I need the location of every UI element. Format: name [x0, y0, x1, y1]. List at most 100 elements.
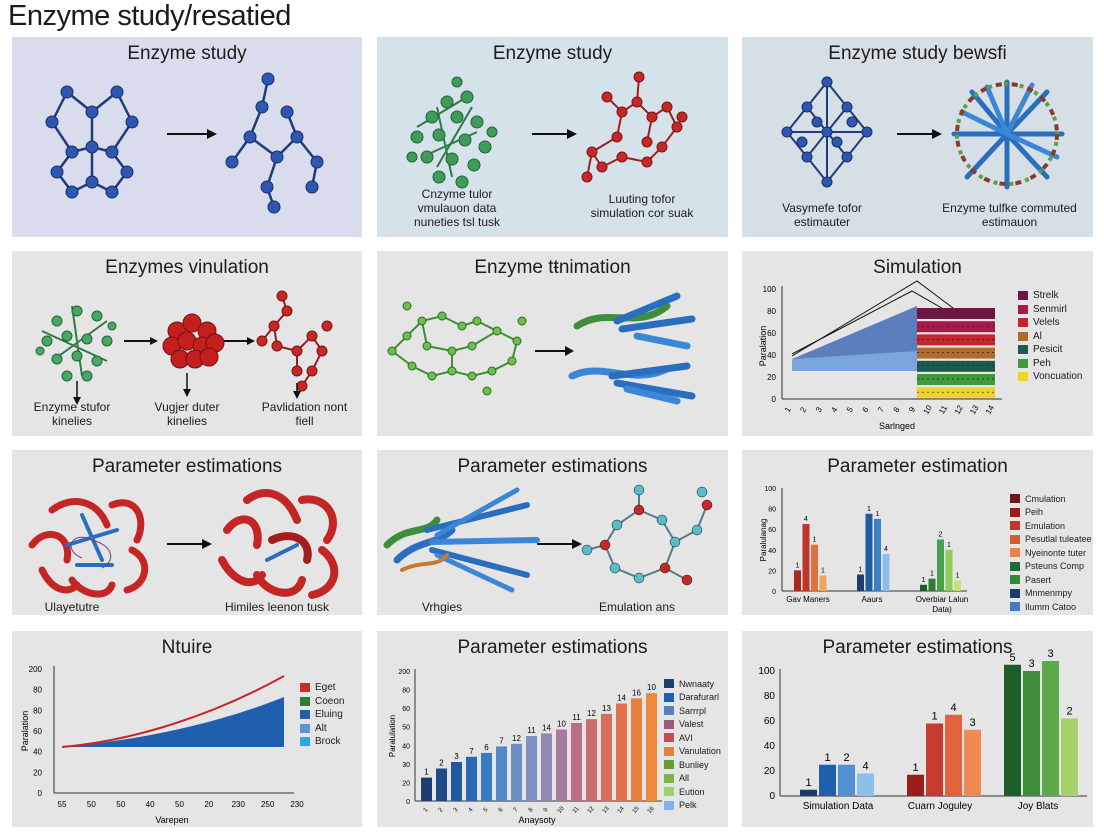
bar [945, 714, 962, 796]
x-tick-label: 13 [968, 403, 981, 416]
legend-label: Pesutlal tuleatee [1025, 534, 1092, 545]
legend-swatch [300, 710, 310, 720]
band-4 [917, 360, 995, 372]
y-tick-label: 80 [402, 688, 410, 695]
bar [496, 746, 507, 801]
legend-item: Pelk [664, 799, 721, 813]
arrow-right-icon [167, 539, 212, 549]
caption-left: Vrhgies [421, 600, 463, 614]
y-tick-label: 0 [769, 791, 775, 802]
x-axis-label: Varepen [155, 815, 188, 825]
legend-swatch [1010, 507, 1020, 517]
bar [937, 539, 944, 591]
bar-value-label: 11 [527, 726, 536, 735]
bar [920, 584, 927, 591]
x-tick-label: 9 [907, 405, 917, 414]
bar [964, 729, 981, 796]
bar [882, 553, 890, 591]
bar [811, 544, 818, 591]
legend-label: Nyeinonte tuter [1025, 547, 1087, 558]
bar [865, 513, 873, 591]
bar [466, 756, 477, 801]
bar-value-label: 4 [950, 702, 956, 714]
caption-2: Vugjer duter kinelies [154, 400, 220, 428]
panel-title: Parameter estimations [457, 456, 648, 477]
legend-swatch [1018, 372, 1028, 382]
bar [857, 773, 874, 796]
molecule-illustration [781, 76, 1065, 190]
legend-label: Pelk [679, 800, 697, 811]
legend-swatch [664, 787, 674, 797]
legend-label: Velels [1033, 317, 1060, 329]
legend-swatch [1018, 291, 1028, 301]
legend-item: Eution [664, 785, 721, 799]
legend-item: Eluing [300, 708, 344, 722]
bar-value-label: 1 [859, 567, 863, 574]
arrow-right-icon [535, 346, 574, 356]
legend-item: Alt [300, 722, 344, 736]
y-tick-label: 200 [398, 669, 410, 676]
y-tick-label: 0 [38, 789, 43, 798]
x-axis-label: Sarlnged [879, 421, 915, 431]
y-tick-label: 80 [33, 686, 42, 695]
y-tick-label: 60 [767, 329, 776, 338]
panel-title: Enzyme study [492, 43, 613, 64]
legend-swatch [664, 692, 674, 702]
legend-label: Eluing [315, 709, 343, 721]
y-tick-label: 0 [406, 799, 410, 806]
panel-parameter-estimations-1: Parameter estimations Ulayetutre Himiles… [12, 450, 362, 615]
arrow-right-icon [224, 337, 255, 345]
bar [802, 524, 810, 591]
bar-value-label: 3 [969, 717, 975, 729]
legend-item: Voncuation [1018, 370, 1083, 384]
bar-value-label: 4 [862, 761, 868, 773]
y-axis-label: Paralulanag [759, 519, 768, 562]
panel-title: Parameter estimations [457, 637, 648, 658]
x-tick-label: 230 [290, 800, 304, 809]
legend-swatch [664, 746, 674, 756]
legend-swatch [1018, 345, 1028, 355]
bar [819, 575, 827, 591]
legend-label: Psteuns Comp [1025, 561, 1085, 572]
legend-item: Mnmenmpy [1010, 587, 1092, 601]
band-3 [917, 347, 995, 359]
legend-swatch [1010, 575, 1020, 585]
x-tick-label: 10 [922, 403, 935, 416]
legend-swatch [1010, 534, 1020, 544]
y-tick-label: 100 [764, 486, 776, 493]
legend-swatch [664, 800, 674, 810]
band-1 [917, 321, 995, 333]
bar-value-label: 12 [512, 734, 521, 743]
legend-swatch [300, 683, 310, 693]
bar [926, 723, 943, 796]
x-tick-label: 230 [232, 800, 246, 809]
x-tick-label: 1 [423, 807, 430, 814]
bar [857, 574, 864, 591]
caption-left: Vasymefe tofor estimauter [782, 201, 862, 229]
x-tick-label: 8 [528, 807, 535, 814]
legend-item: Peih [1010, 506, 1092, 520]
y-tick-label: 40 [33, 748, 42, 757]
legend-item: Velels [1018, 316, 1083, 330]
x-tick-label: 8 [892, 405, 902, 414]
panel-title: Enzyme study [127, 43, 247, 64]
x-tick-label: 14 [984, 403, 997, 416]
bar [1023, 671, 1040, 796]
bar [571, 723, 582, 801]
y-axis-label: Paralation [758, 326, 768, 367]
bar [838, 764, 855, 796]
bar-value-label: 1 [796, 562, 800, 569]
legend-item: Pasert [1010, 573, 1092, 587]
bar [945, 549, 953, 591]
x-tick-label: 15 [632, 805, 641, 814]
y-tick-label: 200 [29, 665, 43, 674]
legend-swatch [300, 723, 310, 733]
x-tick-label: 5 [845, 405, 855, 414]
bar-value-label: 7 [499, 736, 504, 745]
legend-label: Al [1033, 330, 1042, 342]
bar-value-label: 1 [821, 568, 825, 575]
legend-item: Ilumm Catoo [1010, 600, 1092, 614]
y-tick-label: 80 [767, 307, 776, 316]
